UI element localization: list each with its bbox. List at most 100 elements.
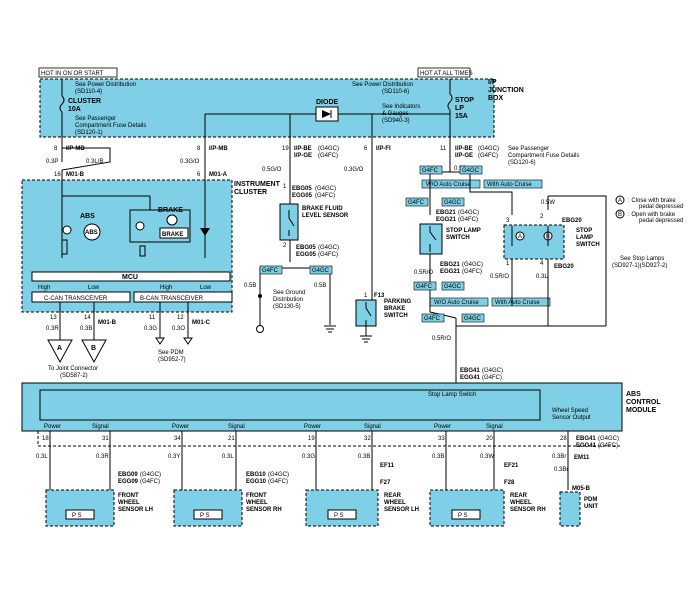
fluid-switch-icon <box>288 210 295 236</box>
pin-16: 16 <box>54 172 61 178</box>
indicators-3: (SD940-3) <box>382 118 410 124</box>
brake-circle-icon <box>166 214 178 226</box>
ebg09: EBG09 <box>118 472 138 478</box>
sensor-rl-3: SENSOR LH <box>384 507 419 513</box>
wire-05b-b: 0.5B <box>314 283 326 289</box>
ip-junction-label-2: JUNCTION <box>488 87 524 94</box>
tag-g4gc-ebg21 <box>441 197 465 207</box>
ebg21-b-g4gc: (G4GC) <box>462 262 483 268</box>
hot-at-all-times-label: HOT AT ALL TIMES <box>420 71 473 77</box>
power-dist-left-ref: (SD110-4) <box>75 89 102 95</box>
contact-a-icon <box>515 231 525 241</box>
wire <box>469 176 513 215</box>
joint-b-label: B <box>91 345 96 352</box>
joint-a-label: A <box>57 345 62 352</box>
power-dist-right-ref: (SD110-6) <box>382 89 409 95</box>
wire-03lb: 0.3L/B <box>86 159 103 165</box>
wire-03br-b: 0.3Br <box>554 467 568 473</box>
wo-auto-cruise-b: W/O Auto Cruise <box>434 300 479 306</box>
joint-b-icon <box>81 339 107 364</box>
f13: F13 <box>374 293 385 299</box>
ef11: EF11 <box>380 463 395 469</box>
wire-03p: 0.3P <box>46 159 58 165</box>
tag-g4gc-mid-text: G4GC <box>444 284 462 290</box>
egg10: EGG10 <box>246 479 267 485</box>
abs-warning-icon <box>83 223 101 241</box>
stop-lamp-switch-r1: STOP <box>576 228 592 234</box>
sensor-ps-box <box>65 509 95 520</box>
abs-pin-4: 21 <box>228 436 235 442</box>
sensor-rl-1: REAR <box>384 493 402 499</box>
wire-05ro-right: 0.5R/O <box>490 274 509 280</box>
brake-warning-icon <box>159 227 189 239</box>
ebg21-b: EBG21 <box>440 262 460 268</box>
ps-3: P S <box>334 513 344 519</box>
ground-icon <box>324 325 336 333</box>
diode-symbol <box>322 110 331 118</box>
g4gc-right: (G4GC) <box>478 146 499 152</box>
ef21: EF21 <box>504 463 519 469</box>
hot-at-all-times-box <box>417 67 471 78</box>
ip-mb-mid: I/P-MB <box>209 146 228 152</box>
pin-8-left: 8 <box>54 146 58 152</box>
sensor-fr-3: SENSOR RH <box>246 507 282 513</box>
passenger-fuse-right-1: See Passenger <box>508 146 549 152</box>
sensor-fr-2: WHEEL <box>246 500 268 506</box>
wire <box>547 195 607 327</box>
ip-junction-label-1: I/P <box>488 79 497 86</box>
stop-lp-label2: LP <box>455 105 464 112</box>
ip-ge-right: I/P-GE <box>455 153 473 159</box>
ip-junction-label-3: BOX <box>488 95 504 102</box>
ebg20: EBG20 <box>562 218 582 224</box>
legend-b-2: pedal depressed <box>639 218 683 224</box>
stop-lamp-switch-right <box>503 224 565 260</box>
egg21: EGG21 <box>436 217 457 223</box>
power-2: Power <box>172 424 189 430</box>
brake-driver <box>139 245 146 257</box>
can-high-right: High <box>160 285 172 291</box>
abs-module-1: ABS <box>626 391 641 398</box>
abs-wire-3: 0.3Y <box>168 454 180 460</box>
abs-wire-7: 0.3B <box>432 454 444 460</box>
ground-icon <box>256 325 264 333</box>
pin-3-right: 3 <box>506 218 510 224</box>
abs-inner <box>39 389 541 421</box>
legend-b-icon <box>615 209 625 219</box>
ebg41-bot-g4gc: (G4GC) <box>598 436 619 442</box>
egg41-bot: EGG41 <box>576 443 597 449</box>
tag-g4gc-top-text: G4GC <box>462 168 480 174</box>
abs-wire-1: 0.3L <box>36 454 48 460</box>
ebg21-g4gc: (G4GC) <box>458 210 479 216</box>
g4fc-right: (G4FC) <box>478 153 498 159</box>
abs-lamp-text: ABS <box>85 230 98 236</box>
brake-lamp-frame <box>129 209 191 243</box>
mcu-label: MCU <box>122 274 138 281</box>
signal-2: Signal <box>228 424 245 430</box>
wheel-speed-out-1: Wheel Speed <box>552 408 588 414</box>
legend-a-letter: A <box>618 198 622 204</box>
stop-lp-label: STOP <box>455 97 474 104</box>
abs-control-module <box>21 382 623 432</box>
abs-pin-3: 34 <box>174 436 181 442</box>
instrument-cluster-box <box>21 179 233 313</box>
brake-lamp-text: BRAKE <box>162 232 183 238</box>
abs-lamp-bulb-icon <box>62 225 72 235</box>
tag-g4gc-fluid <box>309 265 333 275</box>
tag-g4fc-mid <box>413 281 437 291</box>
with-auto-cruise-top: With Auto Cruise <box>487 182 532 188</box>
abs-wire-9: 0.3Br <box>552 454 566 460</box>
egg21-g4fc: (G4FC) <box>458 217 478 223</box>
joint-a-icon <box>47 339 73 364</box>
abs-pin-7: 33 <box>438 436 445 442</box>
ip-be-top: I/P-BE <box>294 146 312 152</box>
ebg10-g4gc: (G4GC) <box>268 472 289 478</box>
stop-lp-amp: 15A <box>455 113 468 120</box>
power-dist-right: See Power Distribution <box>352 82 413 88</box>
brake-fluid-2: LEVEL SENSOR <box>302 213 349 219</box>
legend-b: : Open with brake <box>628 212 676 218</box>
wire-05go: 0.5G/O <box>262 167 282 173</box>
tag-g4fc-fluid-text: G4FC <box>262 268 279 274</box>
can-low-right: Low <box>200 285 212 291</box>
passenger-fuse-right-3: (SD120-6) <box>508 160 536 166</box>
ebg41-top-g4gc: (G4GC) <box>482 368 503 374</box>
